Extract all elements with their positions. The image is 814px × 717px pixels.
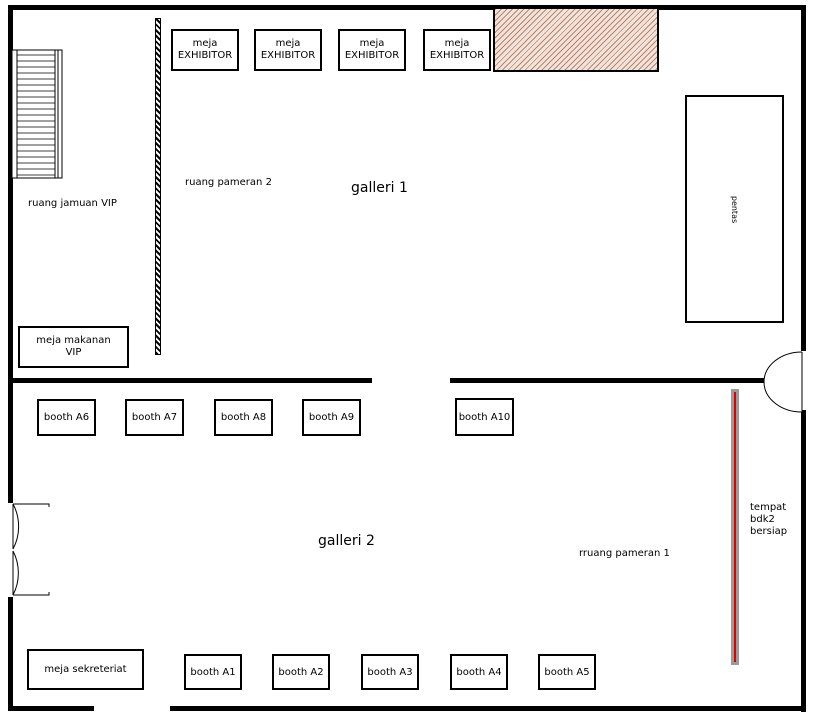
booth-a4: booth A4 [450, 654, 508, 690]
label-galleri-2: galleri 2 [318, 533, 375, 549]
outer-wall-bottom-left [8, 706, 94, 711]
booth-a1: booth A1 [184, 654, 242, 690]
door-right-icon [763, 351, 803, 413]
booth-a5: booth A5 [538, 654, 596, 690]
meja-makanan-vip: meja makanan VIP [18, 326, 129, 368]
outer-wall-top [8, 5, 806, 10]
outer-wall-left-top [8, 5, 13, 505]
label-galleri-1: galleri 1 [351, 180, 408, 196]
exhibitor-table-2: meja EXHIBITOR [254, 29, 322, 71]
double-door-left-icon [5, 503, 50, 597]
stage-label: pentas [730, 195, 739, 223]
outer-wall-right-lower [801, 410, 806, 712]
divider-wall-left [8, 378, 372, 383]
outer-wall-bottom-right [170, 706, 806, 711]
exhibitor-table-4: meja EXHIBITOR [423, 29, 491, 71]
label-ruang-pameran-2: ruang pameran 2 [185, 177, 272, 188]
staging-line-core [734, 392, 736, 662]
outer-wall-right [801, 5, 806, 351]
meja-sekreteriat: meja sekreteriat [27, 649, 144, 690]
label-tempat-bdk2: tempat bdk2 bersiap [750, 502, 788, 537]
label-ruang-pameran-1: rruang pameran 1 [579, 548, 670, 559]
booth-a9: booth A9 [302, 399, 361, 436]
staircase-icon [11, 49, 63, 179]
booth-a6: booth A6 [37, 399, 96, 436]
exhibitor-table-1: meja EXHIBITOR [171, 29, 239, 71]
booth-a2: booth A2 [272, 654, 330, 690]
label-ruang-jamuan-vip: ruang jamuan VIP [28, 198, 117, 209]
booth-a7: booth A7 [125, 399, 184, 436]
outer-wall-left-bottom [8, 595, 13, 711]
divider-wall-right [450, 378, 802, 383]
partition-ruang-pameran-2 [155, 18, 161, 355]
booth-a3: booth A3 [361, 654, 419, 690]
hatched-area [493, 7, 659, 72]
stage-pentas: pentas [685, 95, 784, 323]
exhibitor-table-3: meja EXHIBITOR [338, 29, 406, 71]
booth-a10: booth A10 [455, 398, 514, 436]
booth-a8: booth A8 [214, 399, 273, 436]
